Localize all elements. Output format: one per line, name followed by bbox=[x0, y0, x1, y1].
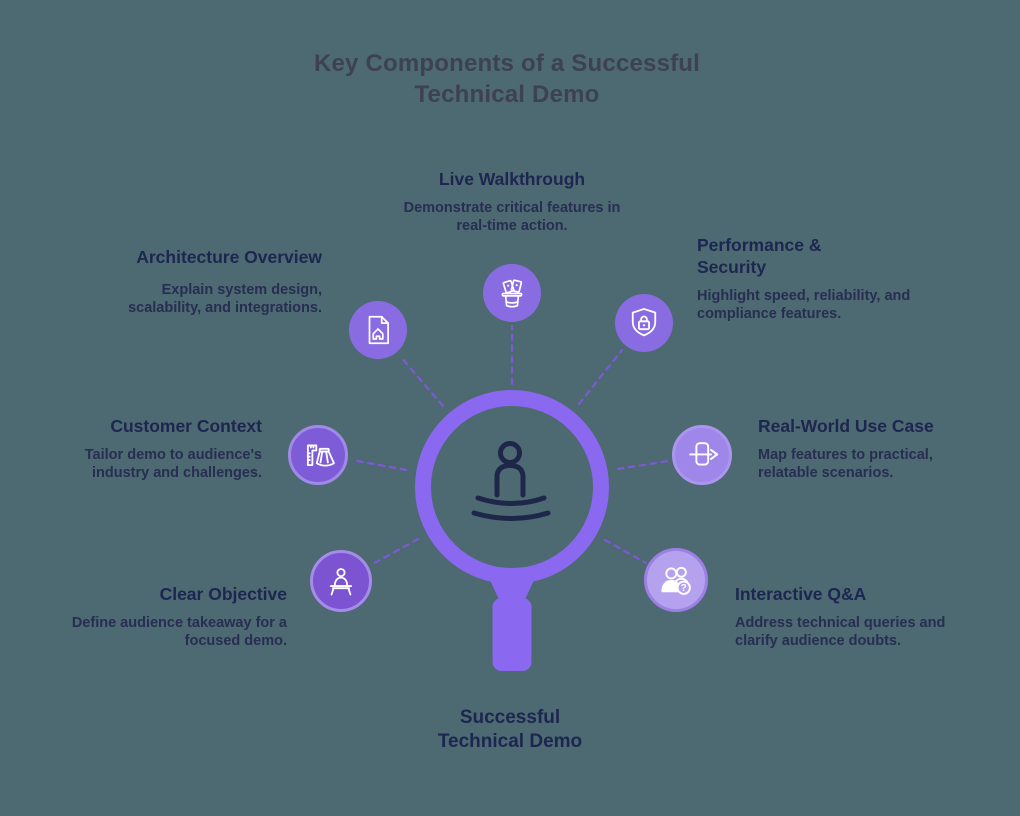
connector-architecture bbox=[398, 354, 445, 408]
item-description: Demonstrate critical features in real-ti… bbox=[403, 200, 621, 234]
performance-security-badge bbox=[615, 294, 673, 352]
magnifier-handle bbox=[492, 598, 532, 671]
item-label: Customer Context bbox=[110, 416, 262, 436]
item-interactive-qa: Interactive Q&A Address technical querie… bbox=[735, 583, 960, 650]
item-label: Architecture Overview bbox=[136, 247, 322, 267]
item-label: Interactive Q&A bbox=[735, 584, 867, 604]
tailor-square-skirt-icon bbox=[306, 444, 335, 467]
item-label: Live Walkthrough bbox=[438, 169, 586, 189]
item-label: Performance & Security bbox=[697, 235, 822, 277]
customer-context-badge bbox=[288, 425, 348, 485]
item-customer-context: Customer Context Tailor demo to audience… bbox=[62, 415, 262, 482]
svg-text:?: ? bbox=[681, 583, 687, 594]
center-label: Successful Technical Demo bbox=[437, 707, 583, 752]
item-description: Explain system design, scalability, and … bbox=[128, 282, 322, 316]
magnifier-lens-ring bbox=[415, 390, 609, 584]
people-question-icon: ? bbox=[661, 566, 691, 595]
presenter-podium-icon bbox=[329, 568, 353, 596]
card-transfer-arrow-icon bbox=[689, 442, 719, 466]
item-label: Clear Objective bbox=[159, 584, 287, 604]
live-walkthrough-badge bbox=[483, 264, 541, 322]
architecture-overview-badge bbox=[349, 301, 407, 359]
real-world-use-case-badge bbox=[672, 425, 732, 485]
magnifier-neck bbox=[490, 580, 534, 602]
page-title: Key Components of a Successful Technical… bbox=[313, 50, 701, 108]
item-description: Highlight speed, reliability, and compli… bbox=[697, 288, 911, 322]
connector-qa bbox=[603, 538, 648, 565]
item-live-walkthrough: Live Walkthrough Demonstrate critical fe… bbox=[388, 168, 636, 235]
connector-customer bbox=[350, 458, 408, 472]
item-architecture-overview: Architecture Overview Explain system des… bbox=[107, 246, 322, 317]
item-description: Define audience takeaway for a focused d… bbox=[71, 615, 287, 649]
connector-usecase bbox=[616, 459, 670, 471]
connector-objective bbox=[369, 537, 420, 567]
shield-lock-icon bbox=[631, 308, 657, 337]
item-clear-objective: Clear Objective Define audience takeaway… bbox=[62, 583, 287, 650]
item-description: Address technical queries and clarify au… bbox=[735, 615, 946, 649]
item-description: Map features to practical, relatable sce… bbox=[758, 447, 933, 481]
item-performance-security: Performance & Security Highlight speed, … bbox=[697, 234, 932, 323]
item-label: Real-World Use Case bbox=[758, 416, 934, 436]
magic-hat-cards-icon bbox=[501, 279, 523, 308]
blueprint-document-icon bbox=[368, 315, 389, 345]
item-real-world-use-case: Real-World Use Case Map features to prac… bbox=[758, 415, 958, 482]
clear-objective-badge bbox=[310, 550, 372, 612]
interactive-qa-badge: ? bbox=[644, 548, 708, 612]
connector-security bbox=[577, 348, 624, 406]
meditating-presenter-icon bbox=[471, 441, 551, 521]
item-description: Tailor demo to audience's industry and c… bbox=[84, 447, 262, 481]
